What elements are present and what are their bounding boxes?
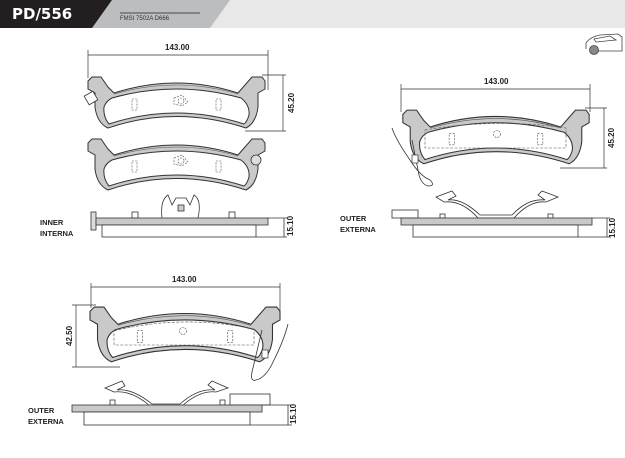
wear-spring bbox=[251, 323, 289, 381]
inner-label-es: INTERNA bbox=[40, 229, 74, 238]
inner-label-en: INNER bbox=[40, 218, 64, 227]
outer-right-height-label: 45.20 bbox=[607, 127, 616, 148]
friction-outline bbox=[113, 321, 255, 346]
outer-bottom-pad-face bbox=[89, 306, 289, 381]
wear-clip bbox=[261, 349, 269, 359]
inner-height-dimension bbox=[245, 74, 286, 132]
header-gray-band bbox=[88, 0, 230, 28]
header-black-band bbox=[0, 0, 112, 28]
outer-bottom-label-es: EXTERNA bbox=[28, 417, 64, 426]
sensor-cutout bbox=[173, 154, 189, 167]
outer-bottom-label-en: OUTER bbox=[28, 406, 55, 415]
outer-bottom-height-label: 42.50 bbox=[65, 325, 74, 346]
sensor-cutout bbox=[173, 94, 189, 107]
outer-bottom-thickness-label: 15.10 bbox=[289, 403, 298, 424]
wear-clip bbox=[83, 90, 99, 106]
outer-right-label-en: OUTER bbox=[340, 214, 367, 223]
car-icon bbox=[585, 33, 623, 55]
inner-width-label: 143.00 bbox=[165, 43, 190, 52]
outer-bottom-width-dimension bbox=[90, 283, 281, 312]
header-bar: PD/556 FMSI 7502A D666 bbox=[0, 0, 625, 28]
center-hole bbox=[179, 327, 187, 335]
wear-spring bbox=[391, 127, 433, 187]
outer-right-thickness-label: 15.10 bbox=[608, 217, 617, 238]
fmsi-code: FMSI 7502A D666 bbox=[120, 16, 170, 22]
outer-right-pad-face bbox=[391, 109, 590, 187]
outer-bottom-side-view bbox=[71, 380, 292, 426]
wear-clip bbox=[250, 154, 262, 166]
outer-right-label-es: EXTERNA bbox=[340, 225, 376, 234]
part-number: PD/556 bbox=[12, 5, 72, 23]
center-hole bbox=[493, 130, 501, 138]
outer-right-height-dimension bbox=[560, 107, 607, 169]
wear-clip bbox=[411, 154, 419, 164]
outer-right-width-dimension bbox=[400, 84, 591, 112]
inner-pad-face-1 bbox=[83, 76, 266, 129]
inner-pad-face-2 bbox=[87, 138, 266, 191]
inner-width-dimension bbox=[87, 50, 269, 90]
inner-height-label: 45.20 bbox=[287, 92, 296, 113]
outer-right-side-view bbox=[391, 190, 610, 238]
outer-bottom-width-label: 143.00 bbox=[172, 275, 197, 284]
friction-outline bbox=[424, 123, 567, 149]
inner-side-view bbox=[90, 194, 287, 238]
outer-bottom-height-dimension bbox=[72, 304, 120, 368]
inner-thickness-label: 15.10 bbox=[286, 215, 295, 236]
outer-right-width-label: 143.00 bbox=[484, 77, 509, 86]
